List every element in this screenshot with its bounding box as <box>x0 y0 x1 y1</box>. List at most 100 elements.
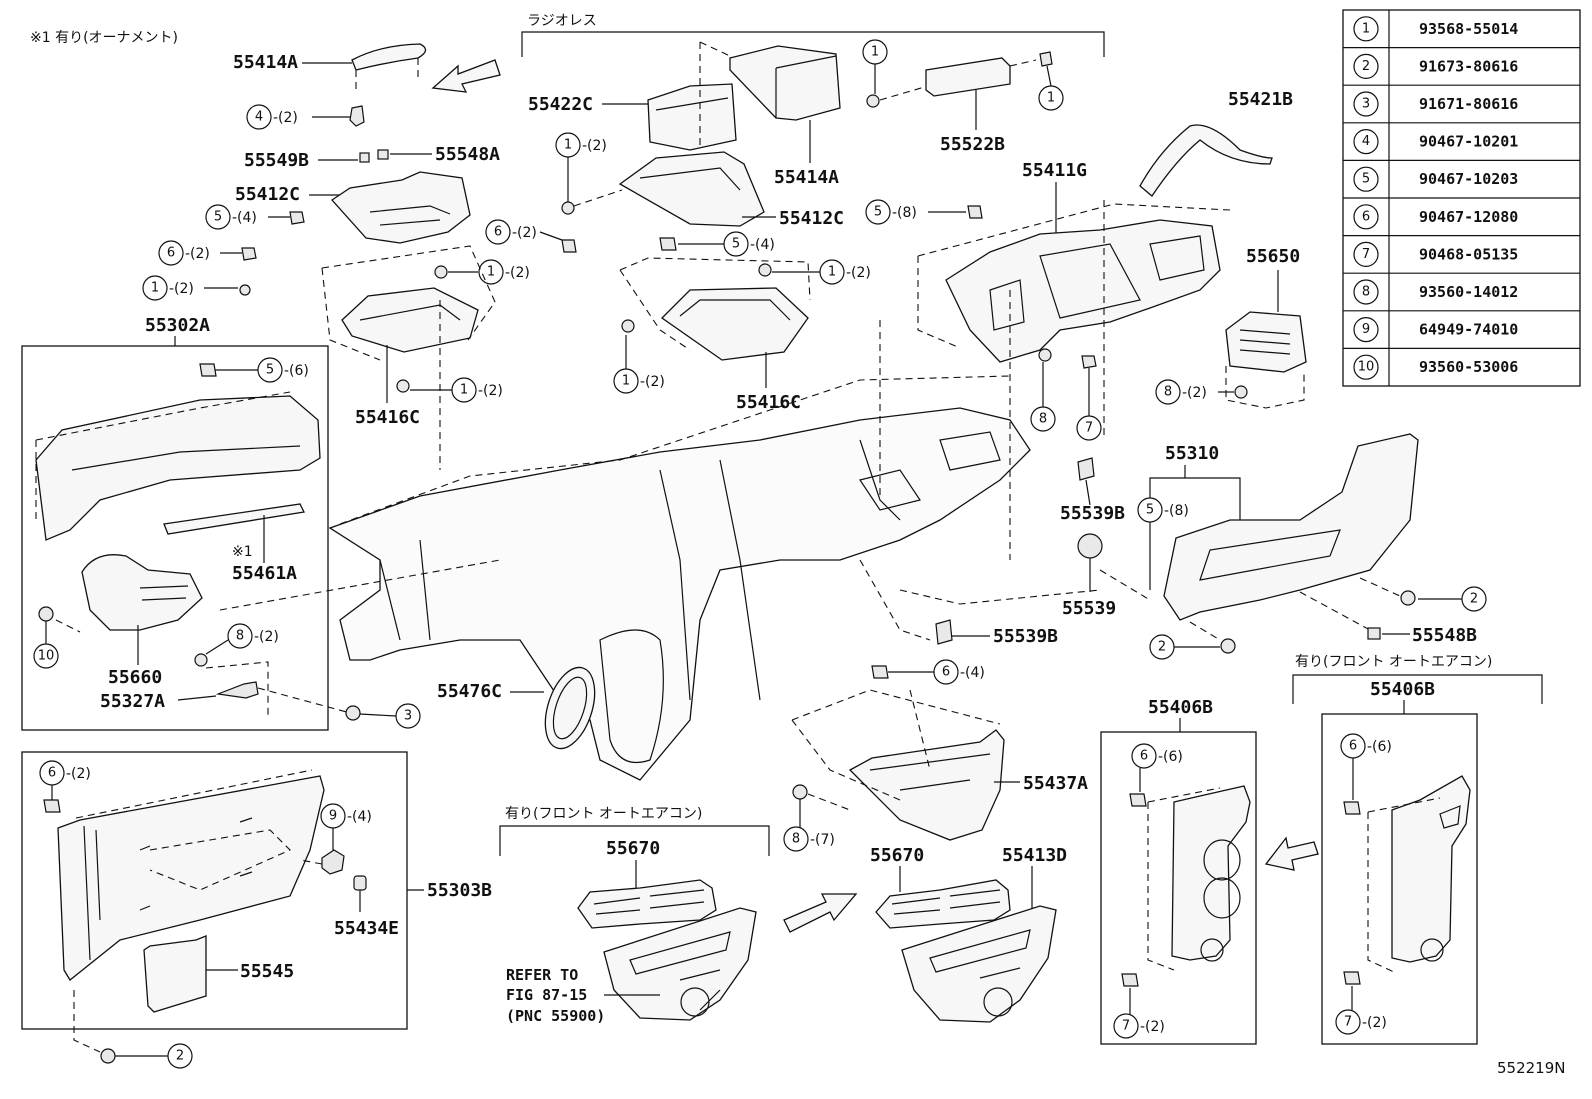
part-label-55539B-top[interactable]: 55539B <box>1060 503 1125 524</box>
legend-number: 7 <box>1362 247 1370 262</box>
svg-text:1: 1 <box>828 265 836 280</box>
legend-part-code[interactable]: 90467-10203 <box>1419 170 1518 188</box>
callout-6-qty-6-left[interactable]: 6 -(6) <box>1131 743 1183 769</box>
callout-5-qty-4-mid[interactable]: 5 -(4) <box>723 231 775 257</box>
svg-text:-(2): -(2) <box>66 766 91 782</box>
legend-part-code[interactable]: 93568-55014 <box>1419 20 1518 38</box>
svg-text:-(2): -(2) <box>846 265 871 281</box>
svg-text:6: 6 <box>494 225 502 240</box>
legend-number: 4 <box>1362 134 1370 149</box>
part-label-55412C-mid[interactable]: 55412C <box>779 208 844 229</box>
callout-2-right-lower[interactable]: 2 <box>1149 634 1175 660</box>
part-label-55539B-bottom[interactable]: 55539B <box>993 626 1058 647</box>
direction-arrow-top <box>431 59 501 93</box>
part-label-55406B-right[interactable]: 55406B <box>1370 679 1435 700</box>
vent-55660 <box>81 554 203 631</box>
callout-10[interactable]: 10 <box>33 643 59 669</box>
callout-4-qty-2[interactable]: 4 -(2) <box>246 104 298 130</box>
legend-number: 5 <box>1362 172 1370 187</box>
legend-part-code[interactable]: 93560-14012 <box>1419 283 1518 301</box>
callout-5-qty-4-left[interactable]: 5 -(4) <box>205 204 257 230</box>
part-label-55476C[interactable]: 55476C <box>437 681 502 702</box>
callout-6-qty-2-lower-left[interactable]: 6 -(2) <box>39 760 91 786</box>
part-label-55539[interactable]: 55539 <box>1062 598 1116 619</box>
part-label-55422C[interactable]: 55422C <box>528 94 593 115</box>
callout-8-single[interactable]: 8 <box>1030 406 1056 432</box>
callout-8-qty-7[interactable]: 8 -(7) <box>783 826 835 852</box>
svg-text:-(8): -(8) <box>1164 503 1189 519</box>
callout-1-qty-2-bottom-mid[interactable]: 1 -(2) <box>613 368 665 394</box>
part-label-55411G[interactable]: 55411G <box>1022 160 1087 181</box>
legend-part-code[interactable]: 90467-12080 <box>1419 208 1518 226</box>
ornament-note: ※1 有り(オーナメント) <box>30 30 178 46</box>
callout-7-single[interactable]: 7 <box>1076 415 1102 441</box>
svg-text:-(8): -(8) <box>892 205 917 221</box>
svg-text:8: 8 <box>792 832 800 847</box>
part-label-55660[interactable]: 55660 <box>108 667 162 688</box>
ornament-part-55414A <box>351 43 427 71</box>
callout-5-qty-8-top-right[interactable]: 5 -(8) <box>865 199 917 225</box>
legend-part-code[interactable]: 93560-53006 <box>1419 358 1518 376</box>
part-label-55302A[interactable]: 55302A <box>145 315 210 336</box>
part-label-55548A[interactable]: 55548A <box>435 144 500 165</box>
callout-2-bottom-left[interactable]: 2 <box>167 1043 193 1069</box>
svg-text:5: 5 <box>1146 503 1154 518</box>
part-label-55406B-left[interactable]: 55406B <box>1148 697 1213 718</box>
callout-2-right-upper[interactable]: 2 <box>1461 586 1487 612</box>
callout-7-qty-2-right[interactable]: 7 -(2) <box>1335 1009 1387 1035</box>
svg-text:6: 6 <box>1349 739 1357 754</box>
callout-5-qty-6[interactable]: 5 -(6) <box>257 357 309 383</box>
callout-6-qty-2-mid[interactable]: 6 -(2) <box>485 219 537 245</box>
pocket-55422C <box>647 83 737 151</box>
part-label-55549B[interactable]: 55549B <box>244 150 309 171</box>
part-label-55548B[interactable]: 55548B <box>1412 625 1477 646</box>
callout-5-qty-8-right[interactable]: 5 -(8) <box>1137 497 1189 523</box>
part-label-55414A-mid[interactable]: 55414A <box>774 167 839 188</box>
legend-part-code[interactable]: 91671-80616 <box>1419 95 1518 113</box>
part-label-55327A[interactable]: 55327A <box>100 691 165 712</box>
callout-1-qty-2-top-mid[interactable]: 1 -(2) <box>555 132 607 158</box>
callout-1-qty-2-lower-left[interactable]: 1 -(2) <box>451 377 503 403</box>
legend-part-code[interactable]: 90468-05135 <box>1419 245 1518 263</box>
callout-1-top-screw[interactable]: 1 <box>862 39 888 65</box>
callout-1-right-screw[interactable]: 1 <box>1038 85 1064 111</box>
callout-8-qty-2-right[interactable]: 8 -(2) <box>1155 379 1207 405</box>
legend-part-code[interactable]: 91673-80616 <box>1419 57 1518 75</box>
svg-text:-(2): -(2) <box>254 629 279 645</box>
callout-8-qty-2-left[interactable]: 8 -(2) <box>227 623 279 649</box>
part-label-55522B[interactable]: 55522B <box>940 134 1005 155</box>
callout-7-qty-2-left[interactable]: 7 -(2) <box>1113 1013 1165 1039</box>
callout-1-qty-2-mid-left[interactable]: 1 -(2) <box>478 259 530 285</box>
svg-text:-(4): -(4) <box>960 665 985 681</box>
callout-6-qty-2-left[interactable]: 6 -(2) <box>158 240 210 266</box>
callout-3[interactable]: 3 <box>395 703 421 729</box>
part-label-55421B[interactable]: 55421B <box>1228 89 1293 110</box>
part-label-55670-right[interactable]: 55670 <box>870 845 924 866</box>
callout-6-qty-4[interactable]: 6 -(4) <box>933 659 985 685</box>
part-label-55545[interactable]: 55545 <box>240 961 294 982</box>
vent-55670-right <box>875 879 1011 929</box>
part-label-55416C-left[interactable]: 55416C <box>355 407 420 428</box>
part-label-55670-left[interactable]: 55670 <box>606 838 660 859</box>
svg-text:7: 7 <box>1344 1015 1352 1030</box>
part-label-55461A[interactable]: 55461A <box>232 563 297 584</box>
svg-text:8: 8 <box>1164 385 1172 400</box>
part-label-55414A-top[interactable]: 55414A <box>233 52 298 73</box>
callout-9-qty-4[interactable]: 9 -(4) <box>320 803 372 829</box>
part-label-55437A[interactable]: 55437A <box>1023 773 1088 794</box>
part-label-55650[interactable]: 55650 <box>1246 246 1300 267</box>
svg-text:6: 6 <box>48 766 56 781</box>
callout-6-qty-6-right[interactable]: 6 -(6) <box>1340 733 1392 759</box>
callout-1-qty-2-mid-right[interactable]: 1 -(2) <box>819 259 871 285</box>
legend-part-code[interactable]: 90467-10201 <box>1419 133 1518 151</box>
part-label-55412C-left[interactable]: 55412C <box>235 184 300 205</box>
part-label-55434E[interactable]: 55434E <box>334 918 399 939</box>
svg-text:-(4): -(4) <box>232 210 257 226</box>
svg-text:1: 1 <box>871 45 879 60</box>
part-label-55310[interactable]: 55310 <box>1165 443 1219 464</box>
part-label-55416C-mid[interactable]: 55416C <box>736 392 801 413</box>
legend-part-code[interactable]: 64949-74010 <box>1419 321 1518 339</box>
callout-1-qty-2-left[interactable]: 1 -(2) <box>142 275 194 301</box>
part-label-55303B[interactable]: 55303B <box>427 880 492 901</box>
part-label-55413D[interactable]: 55413D <box>1002 845 1067 866</box>
